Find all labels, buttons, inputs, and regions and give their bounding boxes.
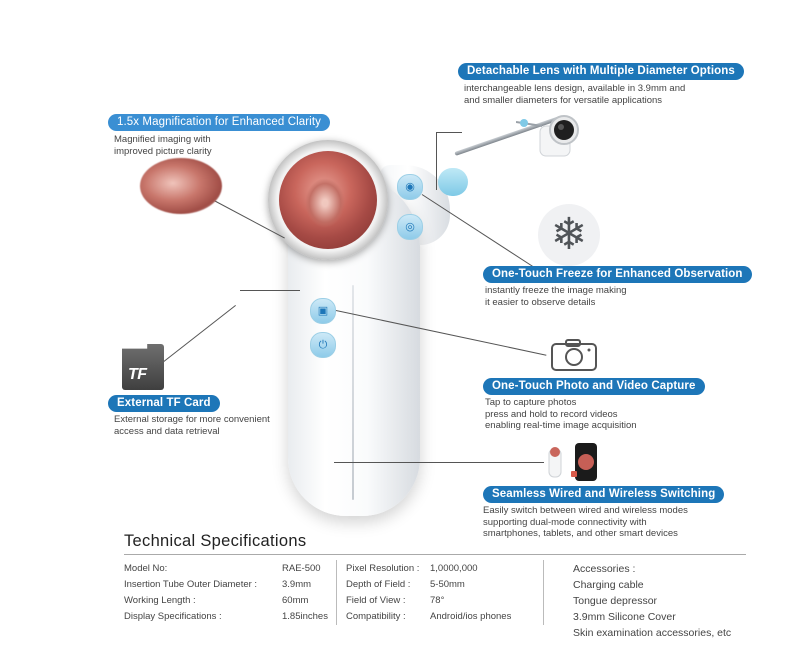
spec-label: Compatibility : <box>346 611 406 622</box>
spec-value: 78° <box>430 595 445 606</box>
spec-label: Display Specifications : <box>124 611 222 622</box>
spec-value: 1,0000,000 <box>430 563 478 574</box>
spec-value: 1.85inches <box>282 611 328 622</box>
connector-line <box>334 462 544 463</box>
connector-line <box>436 132 462 133</box>
accessories-title: Accessories : <box>573 563 636 575</box>
ear-canal-image <box>305 178 345 228</box>
spec-value: 5-50mm <box>430 579 465 590</box>
tf-card-feature-desc: External storage for more convenient acc… <box>114 414 270 437</box>
lens-feature-title: Detachable Lens with Multiple Diameter O… <box>458 63 744 80</box>
connector-line <box>240 290 300 291</box>
snowflake-icon: ❄ <box>538 204 600 266</box>
accessory-item: Skin examination accessories, etc <box>573 627 732 639</box>
camera-icon <box>551 339 597 371</box>
accessory-item: Charging cable <box>573 579 644 591</box>
column-divider <box>543 560 544 625</box>
device-and-phone-icon <box>548 443 597 481</box>
switching-feature-title: Seamless Wired and Wireless Switching <box>483 486 725 503</box>
spec-label: Depth of Field : <box>346 579 411 590</box>
spec-value: RAE-500 <box>282 563 321 574</box>
spec-value: 60mm <box>282 595 309 606</box>
switching-feature-desc: Easily switch between wired and wireless… <box>483 505 688 539</box>
tf-card-label: TF <box>128 366 147 383</box>
photo-button-icon: ▣ <box>310 298 336 324</box>
magnified-image-icon <box>140 158 222 214</box>
spec-label: Field of View : <box>346 595 406 606</box>
power-button-icon: ⏻ <box>310 332 336 358</box>
capture-feature-title: One-Touch Photo and Video Capture <box>483 378 705 395</box>
connector-line <box>159 305 236 365</box>
spec-section-title: Technical Specifications <box>124 532 307 550</box>
capture-feature-desc: Tap to capture photos press and hold to … <box>485 397 637 431</box>
magnification-feature-title: 1.5x Magnification for Enhanced Clarity <box>108 114 330 131</box>
lens-connector <box>438 168 468 196</box>
accessory-item: 3.9mm Silicone Cover <box>573 611 676 623</box>
device-groove <box>352 285 354 500</box>
spec-value: Android/ios phones <box>430 611 512 622</box>
detachable-lens-icon <box>516 115 579 157</box>
tf-card-feature-title: External TF Card <box>108 395 220 412</box>
spec-divider <box>124 554 746 555</box>
spec-label: Working Length : <box>124 595 196 606</box>
spec-label: Pixel Resolution : <box>346 563 420 574</box>
magnification-feature-desc: Magnified imaging with improved picture … <box>114 134 212 157</box>
spec-value: 3.9mm <box>282 579 312 590</box>
column-divider <box>336 560 337 625</box>
accessory-item: Tongue depressor <box>573 595 658 607</box>
tf-card-icon <box>122 344 164 390</box>
freeze-button-icon: ◉ <box>397 174 423 200</box>
freeze-feature-title: One-Touch Freeze for Enhanced Observatio… <box>483 266 752 283</box>
spec-label: Insertion Tube Outer Diameter : <box>124 579 258 590</box>
connector-line <box>436 132 437 190</box>
lens-feature-desc: interchangeable lens design, available i… <box>464 83 686 106</box>
lens-button-icon: ◎ <box>397 214 423 240</box>
freeze-feature-desc: instantly freeze the image making it eas… <box>485 285 627 308</box>
spec-label: Model No: <box>124 563 168 574</box>
